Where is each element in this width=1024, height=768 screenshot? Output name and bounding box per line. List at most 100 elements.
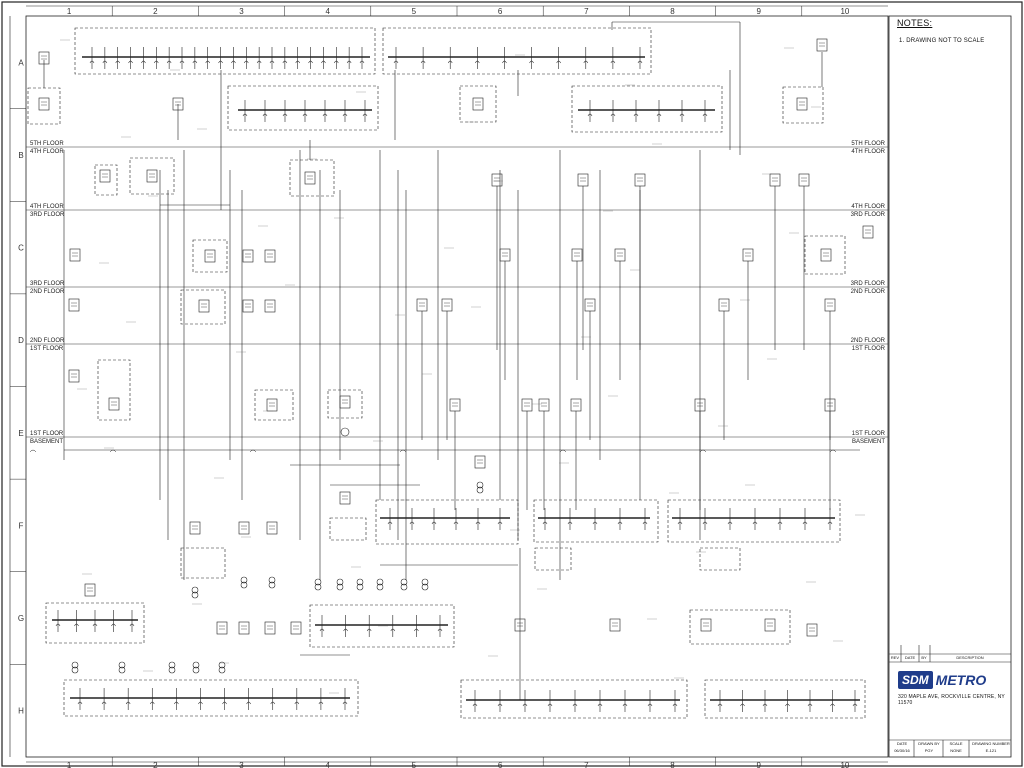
transformer-coil bbox=[376, 583, 384, 591]
equipment-enclosure bbox=[571, 85, 723, 133]
transformer-coil bbox=[400, 583, 408, 591]
equipment-enclosure bbox=[327, 389, 363, 419]
rev-description-header: DESCRIPTION bbox=[956, 655, 984, 660]
panel-symbol bbox=[108, 397, 120, 411]
transformer-coil bbox=[118, 661, 126, 669]
scale-value: NONE bbox=[950, 748, 962, 753]
column-label: 10 bbox=[840, 761, 849, 768]
floor-label-upper: 5TH FLOOR bbox=[851, 141, 885, 147]
equipment-enclosure bbox=[129, 157, 175, 195]
panel-symbol bbox=[242, 249, 254, 263]
transformer-coil bbox=[476, 481, 484, 489]
transformer-coil bbox=[314, 578, 322, 586]
column-label: 1 bbox=[67, 761, 72, 768]
floor-label-upper: 3RD FLOOR bbox=[851, 281, 886, 287]
transformer-coil bbox=[168, 661, 176, 669]
column-label: 1 bbox=[67, 7, 72, 16]
logo-badge: SDM bbox=[898, 671, 933, 689]
equipment-enclosure bbox=[227, 85, 379, 131]
transformer-coil bbox=[421, 583, 429, 591]
panel-symbol bbox=[538, 398, 550, 412]
rev-by-header: BY bbox=[921, 655, 927, 660]
equipment-enclosure bbox=[94, 164, 118, 196]
panel-symbol bbox=[38, 97, 50, 111]
transformer-coil bbox=[476, 486, 484, 494]
panel-symbol bbox=[264, 249, 276, 263]
equipment-enclosure bbox=[329, 517, 367, 541]
transformer-coil bbox=[240, 581, 248, 589]
column-label: 7 bbox=[584, 7, 589, 16]
equipment-enclosure bbox=[74, 27, 376, 75]
column-label: 5 bbox=[412, 761, 417, 768]
equipment-enclosure bbox=[97, 359, 131, 421]
panel-symbol bbox=[264, 299, 276, 313]
row-label: A bbox=[18, 58, 24, 67]
notes-panel: NOTES: 1. DRAWING NOT TO SCALE bbox=[895, 18, 1020, 44]
panel-symbol bbox=[634, 173, 646, 187]
panel-symbol bbox=[718, 298, 730, 312]
panel-symbol bbox=[99, 169, 111, 183]
date-value: 06/30/16 bbox=[894, 748, 910, 753]
company-address: 320 MAPLE AVE, ROCKVILLE CENTRE, NY 1157… bbox=[898, 694, 1005, 706]
equipment-enclosure bbox=[45, 602, 145, 644]
equipment-enclosure bbox=[782, 86, 824, 124]
floor-label-lower: BASEMENT bbox=[852, 439, 885, 445]
floor-label-upper: 1ST FLOOR bbox=[30, 431, 64, 437]
transformer-coil bbox=[191, 586, 199, 594]
panel-symbol bbox=[172, 97, 184, 111]
panel-symbol bbox=[146, 169, 158, 183]
panel-symbol bbox=[577, 173, 589, 187]
panel-symbol bbox=[84, 583, 96, 597]
floor-label-upper: 2ND FLOOR bbox=[851, 338, 886, 344]
panel-symbol bbox=[238, 621, 250, 635]
row-label: B bbox=[18, 151, 23, 160]
panel-symbol bbox=[449, 398, 461, 412]
row-label: H bbox=[18, 707, 24, 716]
transformer-coil bbox=[218, 666, 226, 674]
crossover-symbols bbox=[29, 449, 837, 453]
column-label: 8 bbox=[670, 7, 675, 16]
equipment-enclosure bbox=[533, 499, 659, 543]
transformer-coil bbox=[400, 578, 408, 586]
panel-symbol bbox=[816, 38, 828, 52]
panel-symbol bbox=[238, 521, 250, 535]
panel-symbol bbox=[499, 248, 511, 262]
transformer-coil bbox=[268, 581, 276, 589]
equipment-enclosure bbox=[180, 289, 226, 325]
transformer-coil bbox=[192, 666, 200, 674]
transformer-coil bbox=[71, 661, 79, 669]
panel-symbol bbox=[38, 51, 50, 65]
panel-symbol bbox=[68, 298, 80, 312]
transformer-coil bbox=[168, 666, 176, 674]
equipment-enclosure bbox=[459, 85, 497, 123]
transformer-coil bbox=[356, 578, 364, 586]
equipment-enclosure bbox=[382, 27, 652, 75]
floor-label-lower: 3RD FLOOR bbox=[30, 212, 65, 218]
panel-symbol bbox=[339, 491, 351, 505]
panel-symbol bbox=[571, 248, 583, 262]
panel-symbol bbox=[824, 298, 836, 312]
panel-symbol bbox=[264, 621, 276, 635]
panel-symbol bbox=[242, 299, 254, 313]
equipment-enclosure bbox=[699, 547, 741, 571]
panel-symbol bbox=[68, 369, 80, 383]
panel-symbol bbox=[204, 249, 216, 263]
column-label: 3 bbox=[239, 761, 244, 768]
note-item: 1. DRAWING NOT TO SCALE bbox=[899, 38, 985, 44]
floor-label-lower: 4TH FLOOR bbox=[30, 149, 64, 155]
transformer-coil bbox=[118, 666, 126, 674]
transformer-coil bbox=[268, 576, 276, 584]
equipment-enclosure bbox=[804, 235, 846, 275]
equipment-enclosure bbox=[309, 604, 455, 648]
floor-label-upper: 4TH FLOOR bbox=[30, 204, 64, 210]
single-line-diagram bbox=[27, 21, 874, 719]
transformer-coil bbox=[336, 583, 344, 591]
panel-symbol bbox=[742, 248, 754, 262]
floor-label-lower: BASEMENT bbox=[30, 439, 63, 445]
panel-symbol bbox=[700, 618, 712, 632]
equipment-enclosure bbox=[667, 499, 841, 543]
equipment-enclosure bbox=[63, 679, 359, 717]
